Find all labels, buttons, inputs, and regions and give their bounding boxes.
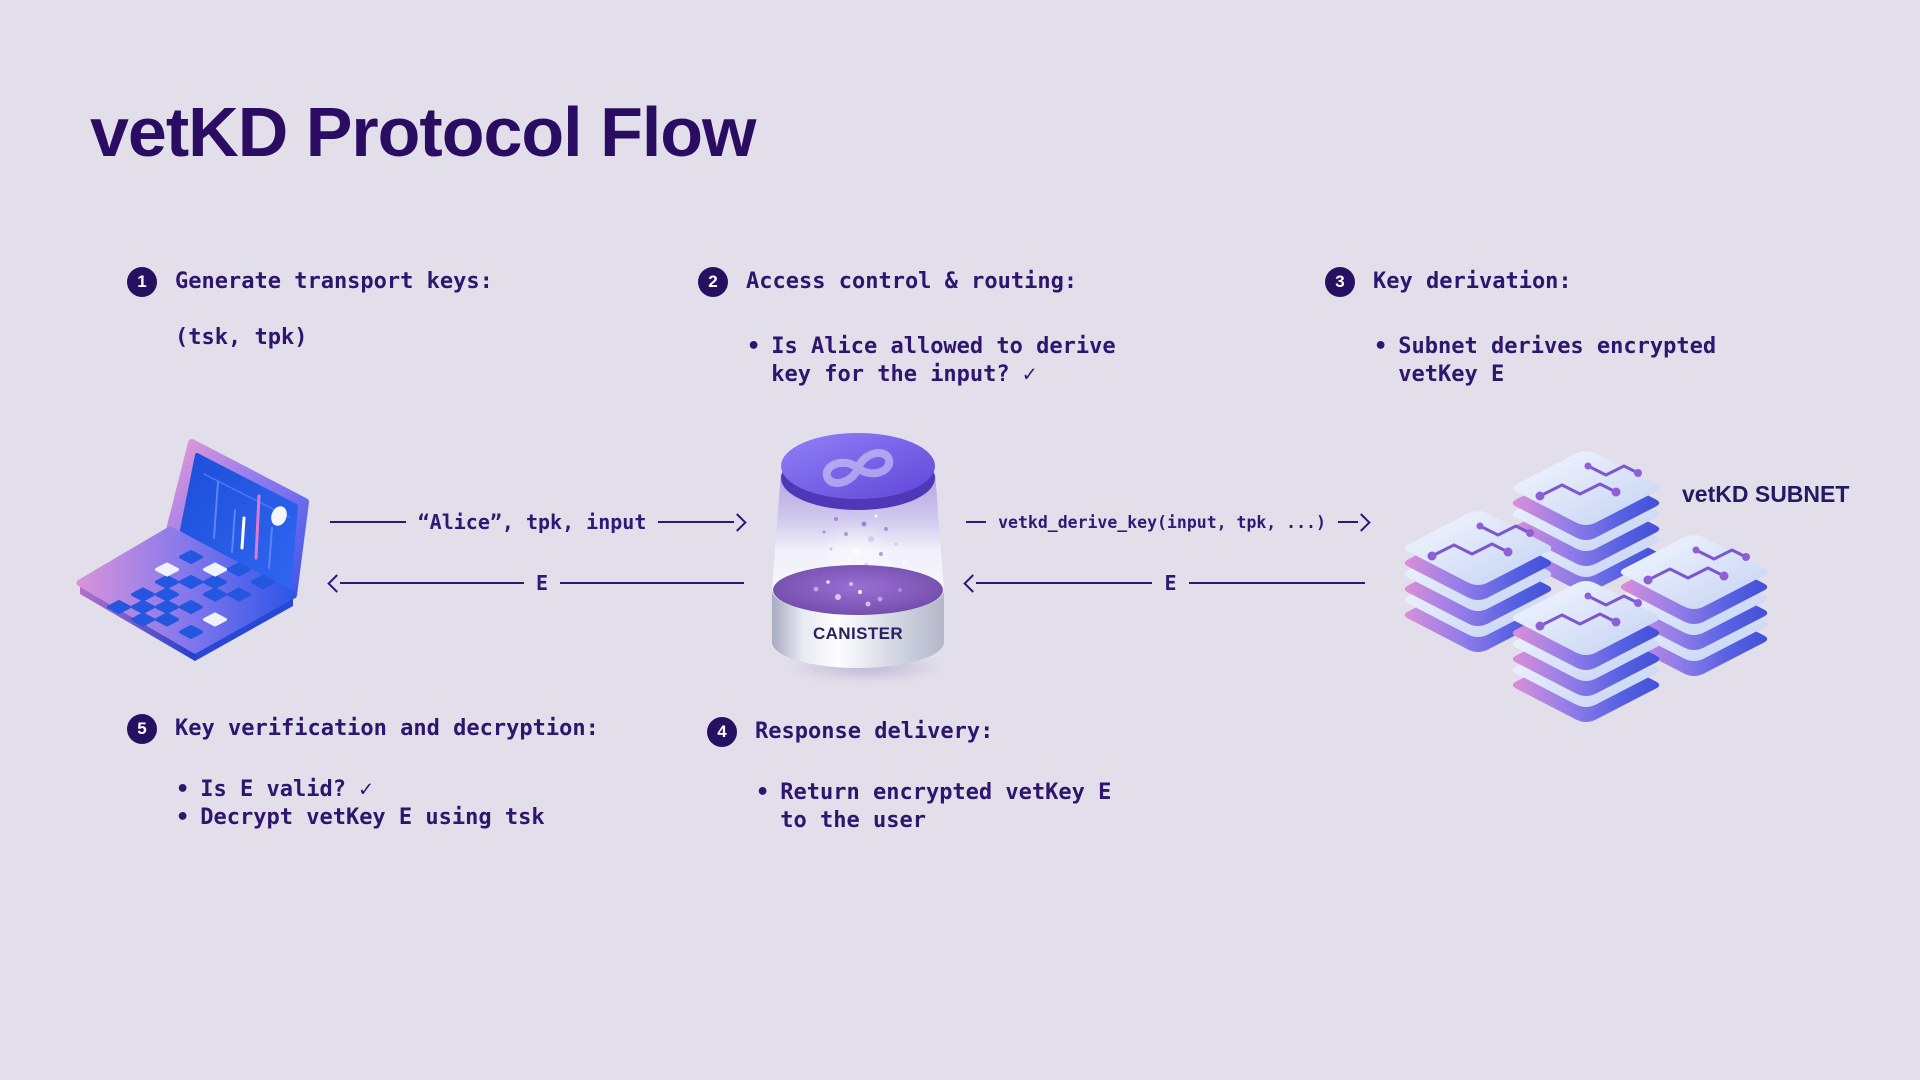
- arrow-line: [1188, 582, 1366, 584]
- bullet-text: Decrypt vetKey E using tsk: [200, 805, 545, 830]
- bullet-item: • Is E valid? ✓: [176, 776, 599, 804]
- infinity-logo-icon: [822, 449, 894, 487]
- arrow-head-left-icon: [963, 573, 982, 593]
- bullet-text: Subnet derives encrypted vetKey E: [1398, 334, 1717, 387]
- arrow-line: [658, 521, 734, 523]
- bullet-dot: •: [747, 334, 761, 359]
- bullet-text: Is Alice allowed to derive key for the i…: [771, 334, 1116, 387]
- arrow-subnet-to-canister-label: E: [1164, 571, 1177, 595]
- step-1-number-badge: 1: [127, 267, 157, 297]
- arrow-subnet-to-canister: E: [963, 570, 1366, 596]
- arrow-head-right-icon: [1352, 512, 1371, 532]
- arrow-line: [330, 521, 406, 523]
- arrow-head-left-icon: [327, 573, 346, 593]
- bullet-text: Return encrypted vetKey E to the user: [780, 780, 1112, 833]
- canister-illustration: [772, 433, 944, 668]
- arrow-user-to-canister-label: “Alice”, tpk, input: [417, 510, 647, 534]
- arrow-head-right-icon: [728, 512, 747, 532]
- step-2-title: Access control & routing:: [746, 269, 1078, 294]
- bullet-item: • Subnet derives encrypted vetKey E: [1374, 333, 1716, 389]
- arrow-canister-to-subnet-label: vetkd_derive_key(input, tpk, ...): [998, 512, 1326, 532]
- step-4-bullets: • Return encrypted vetKey E to the user: [756, 779, 1111, 835]
- step-5-number-badge: 5: [127, 714, 157, 744]
- page-title: vetKD Protocol Flow: [90, 93, 756, 171]
- subnet-label: vetKD SUBNET: [1682, 481, 1850, 507]
- bullet-item: • Return encrypted vetKey E to the user: [756, 779, 1111, 835]
- bullet-item: • Decrypt vetKey E using tsk: [176, 804, 599, 832]
- step-1-generate-transport-keys: 1 Generate transport keys: (tsk, tpk): [127, 267, 493, 350]
- step-2-bullets: • Is Alice allowed to derive key for the…: [747, 333, 1116, 389]
- arrow-canister-to-subnet: vetkd_derive_key(input, tpk, ...): [966, 509, 1371, 535]
- arrow-canister-to-user-label: E: [535, 571, 549, 595]
- keyboard-keys: [107, 550, 275, 639]
- step-3-bullets: • Subnet derives encrypted vetKey E: [1374, 333, 1716, 389]
- step-2-access-control: 2 Access control & routing: • Is Alice a…: [698, 267, 1116, 389]
- bullet-dot: •: [756, 780, 770, 805]
- arrow-line: [976, 582, 1153, 584]
- step-1-title: Generate transport keys:: [175, 269, 493, 294]
- bullet-dot: •: [1374, 334, 1388, 359]
- bullet-item: • Is Alice allowed to derive key for the…: [747, 333, 1116, 389]
- step-3-number-badge: 3: [1325, 267, 1355, 297]
- arrow-user-to-canister: “Alice”, tpk, input: [330, 509, 747, 535]
- step-5-key-verification: 5 Key verification and decryption: • Is …: [127, 714, 599, 832]
- arrow-line: [1337, 521, 1359, 523]
- step-3-title: Key derivation:: [1373, 269, 1572, 294]
- step-5-bullets: • Is E valid? ✓ • Decrypt vetKey E using…: [176, 776, 599, 832]
- step-5-title: Key verification and decryption:: [175, 716, 599, 741]
- arrow-canister-to-user: E: [327, 570, 745, 596]
- step-1-subtext: (tsk, tpk): [175, 325, 308, 350]
- arrow-line: [340, 582, 524, 584]
- bullet-dot: •: [176, 777, 190, 802]
- vetkd-subnet-illustration: [1398, 430, 1798, 730]
- bullet-text: Is E valid? ✓: [200, 777, 373, 802]
- step-3-key-derivation: 3 Key derivation: • Subnet derives encry…: [1325, 267, 1716, 389]
- canister-label: CANISTER: [812, 624, 904, 643]
- bullet-dot: •: [176, 805, 190, 830]
- pool-specks: [813, 580, 902, 607]
- arrow-line: [966, 521, 987, 523]
- step-4-response-delivery: 4 Response delivery: • Return encrypted …: [707, 717, 1111, 835]
- step-2-number-badge: 2: [698, 267, 728, 297]
- user-laptop-illustration: [76, 439, 309, 661]
- arrow-line: [560, 582, 745, 584]
- step-4-title: Response delivery:: [755, 719, 994, 744]
- step-4-number-badge: 4: [707, 717, 737, 747]
